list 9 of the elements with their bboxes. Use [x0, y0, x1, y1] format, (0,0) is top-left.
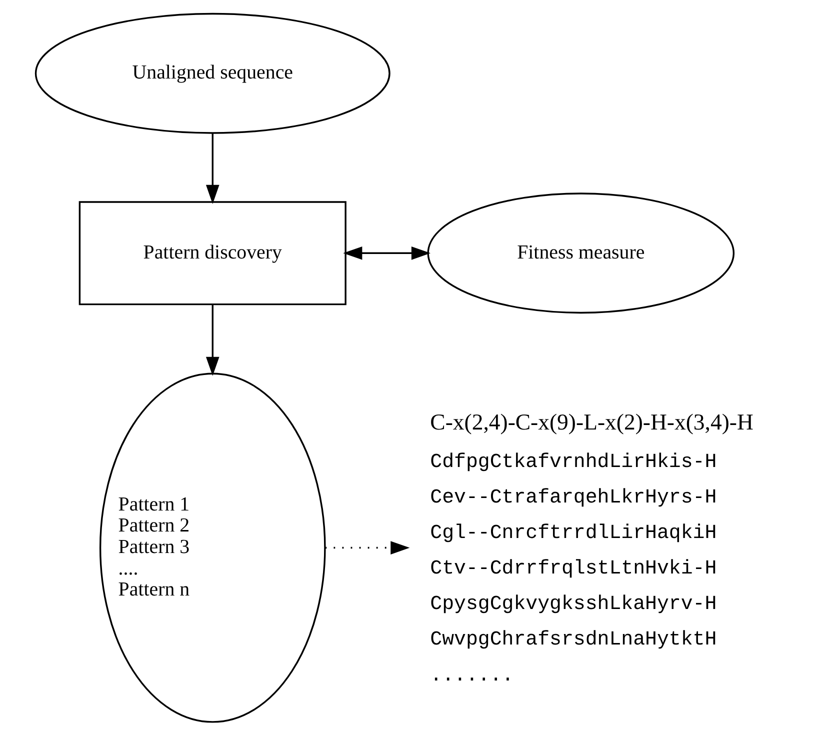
- arrow: [324, 541, 410, 554]
- node-ellipse: Fitness measure: [426, 192, 734, 314]
- arrow: [205, 132, 219, 204]
- node-ellipse: Pattern 1 Pattern 2 Pattern 3 .... Pattern n: [98, 372, 326, 723]
- node-text: C-x(2,4)-C-x(9)-L-x(2)-H-x(3,4)-H CdfpgCtkafvrnhdLirHkis-H Cev--CtrafarqehLkrHyrs-H Cgl--CnrcftrrdlLirHaqkiH Ctv--CdrrfrqlstLtnHvki-H CpysgCgkvygksshLkaHyrv-H CwvpgChrafsrsdnLnaHytktH .......: [430, 409, 753, 686]
- arrow: [205, 304, 219, 376]
- node-box: Pattern discovery: [78, 201, 346, 306]
- node-ellipse: Unaligned sequence: [34, 12, 390, 134]
- arrow: [342, 246, 430, 260]
